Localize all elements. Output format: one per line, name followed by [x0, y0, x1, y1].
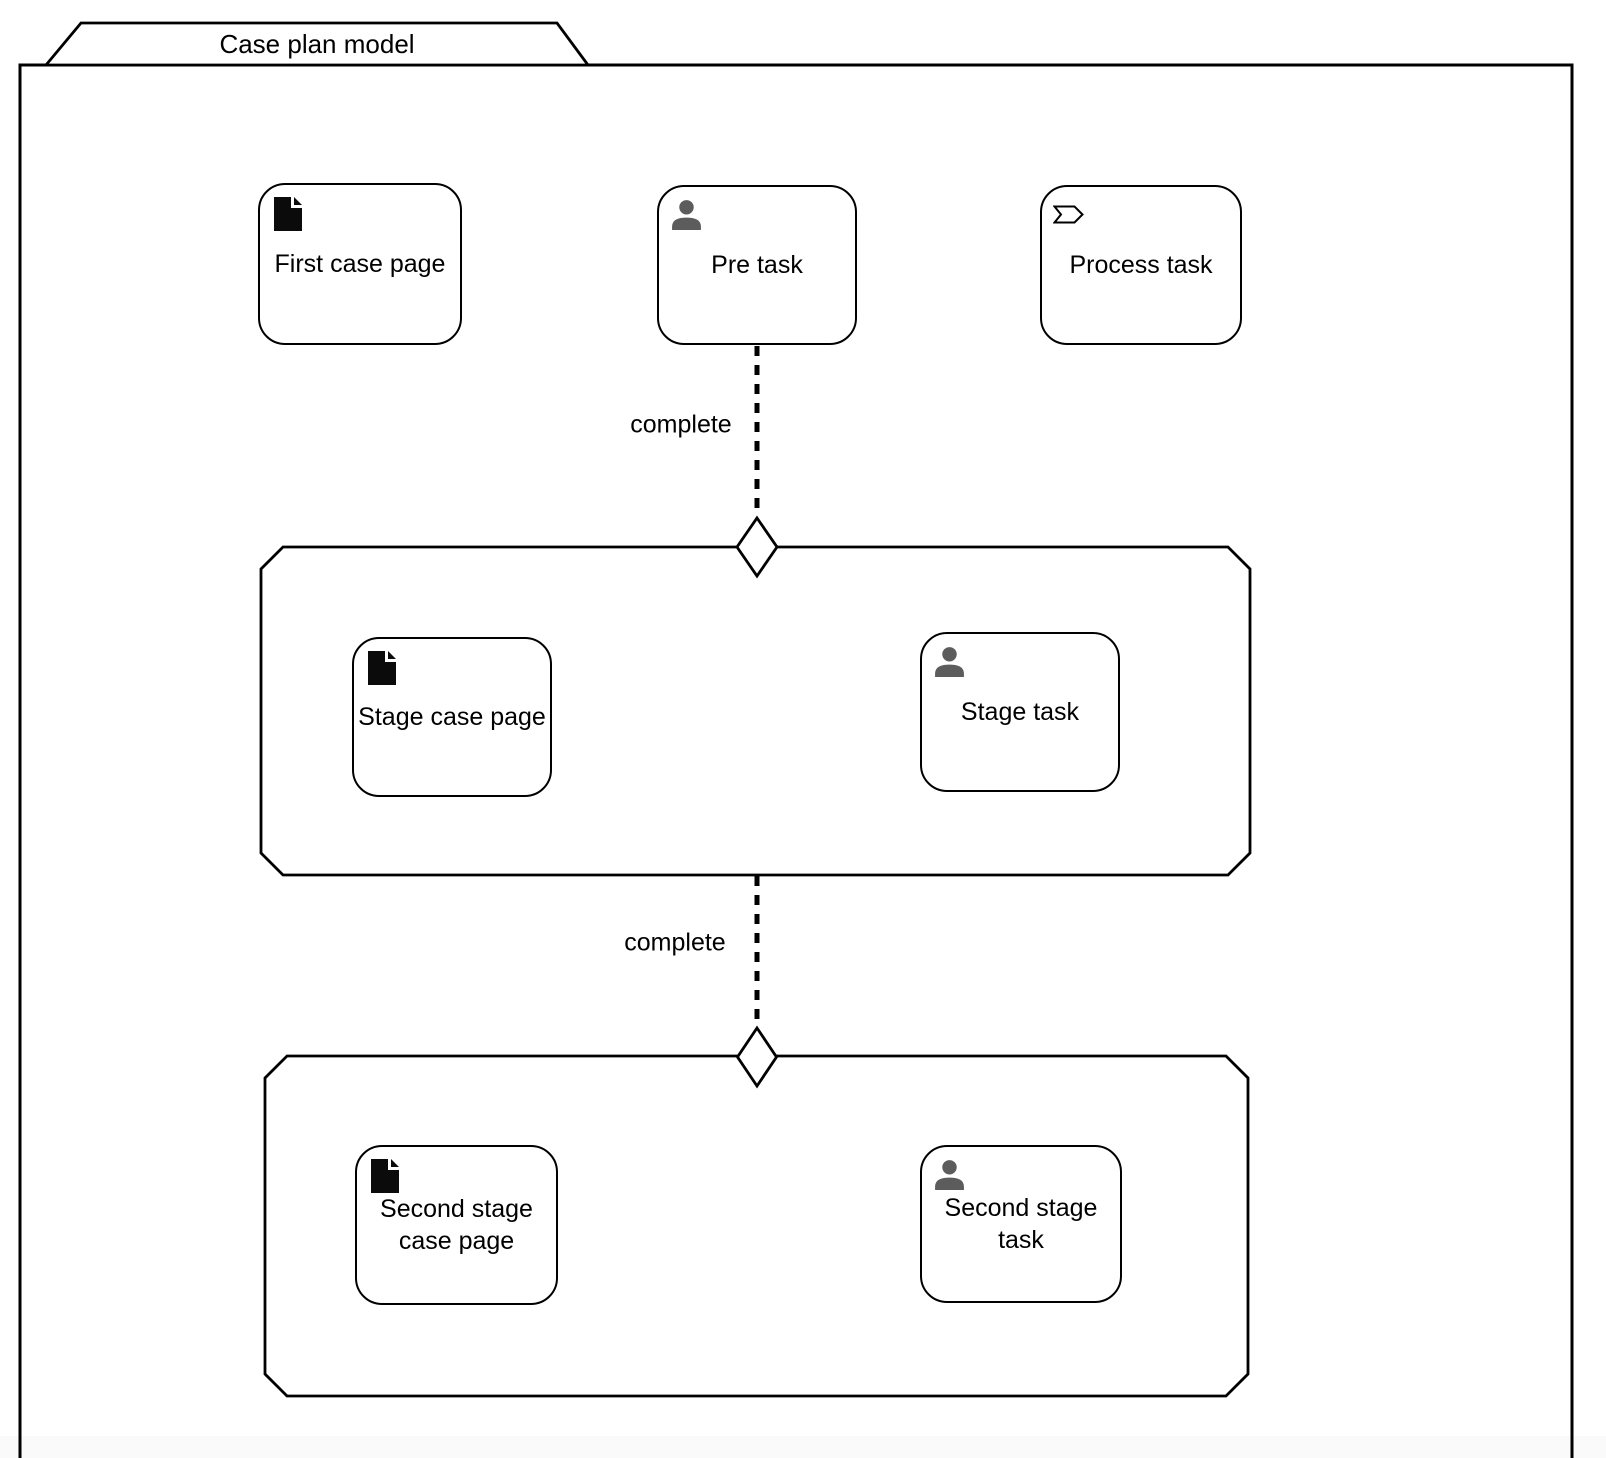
user-icon — [933, 645, 966, 678]
user-icon — [670, 198, 703, 231]
task-label: Second stage task — [944, 1194, 1098, 1254]
case-plan-model-tab[interactable] — [43, 21, 591, 67]
task-first-case-page[interactable]: First case page — [258, 183, 462, 345]
case-page-document-icon — [371, 1159, 399, 1193]
connector-label-complete-2: complete — [624, 928, 726, 957]
task-stage-task[interactable]: Stage task — [920, 632, 1120, 792]
task-label: Process task — [1069, 251, 1213, 279]
task-label: Stage task — [960, 698, 1080, 726]
stage-2-entry-criterion-diamond[interactable] — [735, 1025, 779, 1089]
connector-label-complete-1: complete — [630, 410, 732, 439]
task-pre-task[interactable]: Pre task — [657, 185, 857, 345]
stage-1-entry-criterion-diamond[interactable] — [735, 515, 779, 579]
canvas-bottom-edge — [0, 1436, 1606, 1458]
task-label: Stage case page — [358, 703, 546, 731]
task-stage-case-page[interactable]: Stage case page — [352, 637, 552, 797]
process-chevron-icon — [1052, 205, 1084, 224]
user-icon — [933, 1158, 966, 1191]
case-page-document-icon — [274, 197, 302, 231]
case-plan-model-title: Case plan model — [219, 28, 415, 59]
task-process-task[interactable]: Process task — [1040, 185, 1242, 345]
stage-2-shape[interactable] — [263, 1054, 1250, 1398]
case-page-document-icon — [368, 651, 396, 685]
task-second-stage-task[interactable]: Second stage task — [920, 1145, 1122, 1303]
task-label: First case page — [274, 250, 446, 278]
task-label: Pre task — [711, 251, 803, 279]
task-second-stage-case-page[interactable]: Second stage case page — [355, 1145, 558, 1305]
case-plan-model-border — [18, 63, 1574, 1458]
task-label: Second stage case page — [380, 1195, 533, 1255]
